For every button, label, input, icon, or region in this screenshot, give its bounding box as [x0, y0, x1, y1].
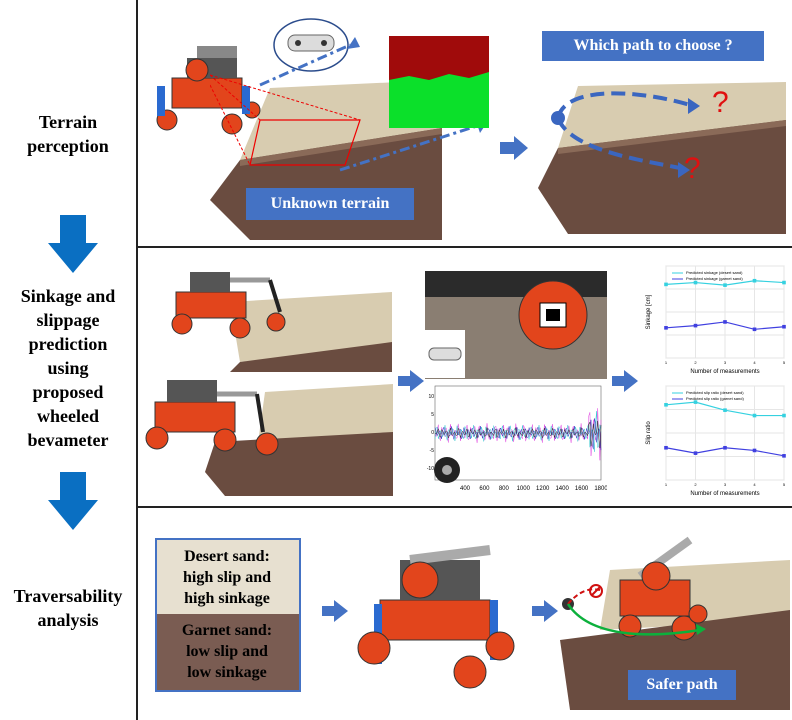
tick-label: 1 — [665, 482, 668, 487]
tick-label: 5 — [783, 360, 786, 365]
right-arrow-icon — [322, 600, 348, 622]
legend-entry: Predicted sinkage (desert sand) — [686, 270, 743, 275]
axis-label-x: Number of measurements — [690, 369, 759, 375]
unknown-terrain-label: Unknown terrain — [246, 188, 414, 220]
data-point — [693, 323, 698, 328]
candidate-paths — [551, 91, 700, 178]
right-arrow-icon — [612, 370, 638, 392]
signal-series — [434, 418, 602, 451]
data-point — [782, 413, 786, 418]
robot-image-large — [357, 545, 515, 689]
tick-label: 800 — [499, 486, 510, 492]
data-point — [752, 327, 757, 332]
robot-sand-image-top — [171, 272, 392, 372]
panel-divider — [136, 246, 792, 248]
data-point — [664, 326, 668, 330]
tick-label: 400 — [460, 486, 471, 492]
legend-entry: Predicted slip ratio (desert sand) — [686, 390, 744, 395]
tick-label: 1 — [665, 360, 668, 365]
data-point — [752, 278, 757, 283]
data-point — [693, 280, 698, 285]
tick-label: 10 — [428, 394, 434, 400]
tick-label: 5 — [431, 412, 434, 418]
tick-label: -10 — [427, 466, 434, 472]
data-point — [693, 400, 698, 404]
tick-label: 2 — [694, 482, 697, 487]
tick-label: 2 — [694, 360, 697, 365]
data-point — [782, 324, 786, 329]
axis-label-y: Sinkage [cm] — [646, 294, 652, 329]
desert-sand-description: Desert sand: high slip and high sinkage — [182, 548, 272, 607]
data-point — [664, 403, 668, 407]
data-point — [752, 413, 757, 418]
data-point — [723, 408, 727, 412]
camera-icon — [273, 18, 349, 72]
right-arrow-icon — [500, 136, 528, 160]
panel-divider — [136, 506, 792, 508]
data-point — [723, 320, 727, 324]
tick-label: 0 — [431, 430, 434, 436]
camera-icon — [425, 330, 465, 378]
safer-path-label: Safer path — [628, 670, 736, 700]
data-point — [693, 451, 698, 455]
tick-label: 1400 — [555, 486, 569, 492]
stage-label-sinkage-prediction: Sinkage and slippage prediction using pr… — [20, 286, 116, 450]
tick-label: 5 — [783, 482, 786, 487]
garnet-sand-description: Garnet sand: low slip and low sinkage — [181, 622, 273, 681]
data-point — [782, 454, 786, 458]
tick-label: 4 — [753, 360, 756, 365]
axis-label-x: Number of measurements — [690, 491, 759, 497]
tick-label: -5 — [430, 448, 435, 454]
legend-entry: Predicted sinkage (garnet sand) — [686, 276, 743, 281]
signal-plot: 400 600 800 1000 1200 1400 1600 1800 10 5 0 -5 -10 — [425, 382, 607, 494]
tick-label: 4 — [753, 482, 756, 487]
data-point — [664, 282, 668, 287]
which-path-label: Which path to choose ? — [542, 31, 764, 61]
tick-label: 600 — [479, 486, 490, 492]
robot-sand-image-bottom — [145, 380, 393, 496]
tick-label: 1200 — [536, 486, 550, 492]
vertical-divider — [136, 0, 138, 720]
data-point — [723, 283, 727, 287]
stage-label-traversability: Traversability analysis — [13, 586, 123, 630]
tick-label: 3 — [724, 482, 727, 487]
data-point — [782, 280, 786, 285]
legend-entry: Predicted slip ratio (garnet sand) — [686, 396, 744, 401]
tick-label: 1800 — [594, 486, 607, 492]
signal-series — [434, 420, 602, 449]
tick-label: 3 — [724, 360, 727, 365]
data-point — [664, 445, 668, 450]
stage-label-terrain-perception: Terrain perception — [27, 112, 109, 156]
data-point — [723, 445, 727, 450]
right-arrow-icon — [532, 600, 558, 622]
segmentation-image — [389, 36, 489, 128]
data-point — [752, 448, 757, 453]
sinkage-plot: Sinkage [cm] Number of measurements Predic… — [646, 265, 786, 375]
question-mark-top: ? — [712, 86, 729, 119]
tick-label: 1000 — [517, 486, 531, 492]
axis-label-y: Slip ratio — [646, 421, 652, 445]
right-arrow-icon — [398, 370, 424, 392]
down-arrow-icon — [48, 472, 98, 530]
perception-frustum — [210, 74, 361, 166]
down-arrow-icon — [48, 215, 98, 273]
question-mark-bottom: ? — [684, 152, 701, 185]
tick-label: 1600 — [575, 486, 589, 492]
sand-legend — [155, 538, 301, 692]
robot-image — [156, 46, 261, 135]
